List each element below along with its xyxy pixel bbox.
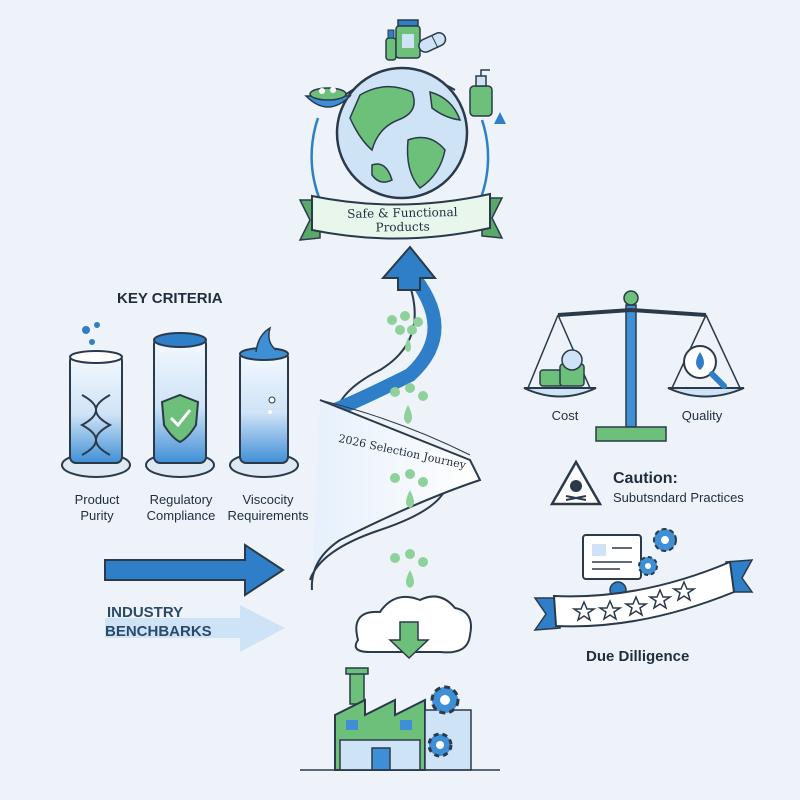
due-diligence-label: Due Dilligence (586, 648, 690, 665)
benchmarks-line2: BENCHBARKS (105, 623, 212, 640)
certificate-icon (582, 534, 642, 599)
caution-title: Caution: (613, 470, 678, 487)
droplets-group (387, 311, 428, 588)
label-product-purity: Product Purity (74, 492, 120, 523)
dna-icon (79, 394, 113, 456)
pump-bottle-icon (469, 69, 493, 117)
globe-icon (335, 66, 469, 200)
globe-group (304, 19, 506, 206)
factory-group (300, 595, 500, 771)
balance-scale-icon (523, 290, 745, 442)
benchmarks-arrow (105, 605, 285, 652)
jar-icon (395, 19, 421, 59)
scale-right-label: Quality (681, 408, 723, 423)
splash-icon (255, 326, 277, 353)
download-arrow-icon (388, 621, 430, 660)
gear-icons (638, 528, 677, 576)
vial-icon (385, 29, 397, 61)
bowl-icon (304, 87, 352, 108)
main-arrow (104, 543, 285, 597)
stars-ribbon (533, 559, 754, 631)
journey-arrow-head (380, 245, 438, 291)
tube-regulatory-compliance (145, 332, 215, 478)
pill-icon (418, 32, 447, 53)
key-criteria-title: KEY CRITERIA (117, 290, 223, 307)
benchmarks-line1: INDUSTRY (107, 604, 184, 621)
warning-icon (549, 459, 603, 506)
label-regulatory-compliance: Regulatory Compliance (146, 492, 216, 523)
question-icon (561, 349, 583, 371)
label-viscosity-requirements: Viscocity Requirements (227, 492, 309, 523)
banner-text: Safe & Functional Products (347, 205, 458, 235)
shield-check-icon (160, 393, 200, 444)
magnifier-icon (683, 345, 727, 389)
tube-product-purity (61, 322, 131, 478)
journey-ribbon (309, 263, 482, 591)
caution-subtitle: Subutsndard Practices (613, 490, 744, 505)
scale-left-label: Cost (551, 408, 579, 423)
coins-icon (539, 363, 585, 387)
banner-ribbon (298, 192, 504, 241)
tube-viscosity-requirements (229, 326, 299, 478)
star-icons (571, 580, 697, 622)
